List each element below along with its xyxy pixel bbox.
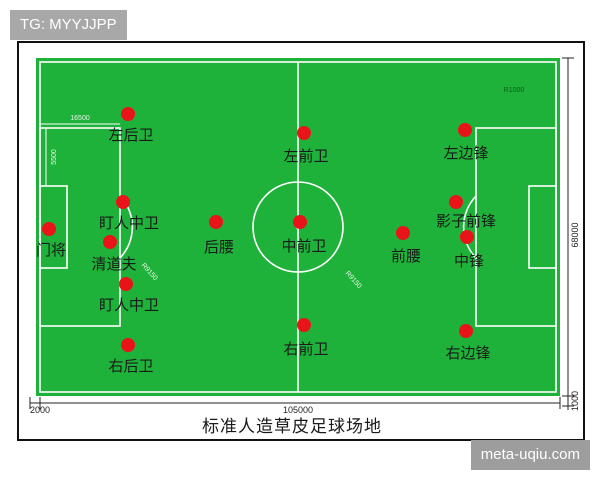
- diagram-caption: 标准人造草皮足球场地: [202, 417, 382, 437]
- player-dot: [293, 215, 307, 229]
- player-label: 左后卫: [108, 126, 153, 144]
- players-layer: 门将左后卫盯人中卫清道夫盯人中卫右后卫后腰左前卫中前卫右前卫前腰左边锋影子前锋中…: [36, 107, 496, 375]
- dim-penalty-depth-text: 16500: [70, 115, 90, 122]
- page-frame: [17, 41, 585, 441]
- player-label: 门将: [36, 241, 66, 259]
- player-label: 盯人中卫: [99, 296, 159, 314]
- player-right-winger: 右边锋: [445, 324, 491, 362]
- player-sweeper: 清道夫: [91, 235, 137, 273]
- player-striker: 中锋: [454, 230, 484, 270]
- player-label: 中前卫: [281, 237, 326, 255]
- player-marking-center-back-2: 盯人中卫: [99, 277, 159, 314]
- player-label: 右前卫: [283, 340, 328, 358]
- player-dot: [449, 195, 463, 209]
- dim-length-text: 105000: [283, 405, 313, 415]
- player-dot: [297, 318, 311, 332]
- player-dot: [459, 324, 473, 338]
- player-defensive-midfielder: 后腰: [204, 215, 234, 256]
- player-dot: [119, 277, 133, 291]
- dim-width-text: 68000: [570, 222, 580, 247]
- left-goal-box: [39, 185, 68, 269]
- player-left-winger: 左边锋: [443, 123, 489, 162]
- dim-corner-text: R1000: [504, 87, 525, 94]
- player-dot: [297, 126, 311, 140]
- right-penalty-arc: [462, 195, 477, 259]
- player-label: 盯人中卫: [99, 214, 159, 232]
- player-label: 前腰: [391, 247, 421, 265]
- player-right-midfielder: 右前卫: [283, 318, 329, 358]
- player-label: 左边锋: [443, 144, 488, 162]
- player-label: 右后卫: [108, 357, 153, 375]
- player-marking-center-back-1: 盯人中卫: [99, 195, 159, 232]
- player-label: 清道夫: [91, 255, 136, 273]
- player-label: 左前卫: [283, 147, 328, 165]
- dimension-lines: [29, 57, 574, 410]
- player-dot: [396, 226, 410, 240]
- dim-left-offset-text: 2000: [30, 405, 50, 415]
- player-dot: [121, 338, 135, 352]
- player-goalkeeper: 门将: [36, 222, 66, 259]
- player-dot: [209, 215, 223, 229]
- player-left-back: 左后卫: [108, 107, 154, 144]
- tag-watermark: TG: MYYJJPP: [10, 10, 127, 40]
- player-shadow-striker: 影子前锋: [436, 195, 496, 230]
- player-label: 后腰: [204, 238, 234, 256]
- player-label: 影子前锋: [436, 212, 496, 230]
- player-dot: [460, 230, 474, 244]
- player-dot: [116, 195, 130, 209]
- player-center-midfielder: 中前卫: [281, 215, 327, 255]
- player-label: 右边锋: [445, 344, 490, 362]
- dim-bottom-offset-text: 1000: [570, 391, 580, 411]
- player-dot: [42, 222, 56, 236]
- right-goal-box: [528, 185, 557, 269]
- player-dot: [103, 235, 117, 249]
- center-circle: [252, 181, 344, 273]
- player-attacking-midfielder: 前腰: [391, 226, 421, 265]
- player-label: 中锋: [454, 252, 484, 270]
- player-right-back: 右后卫: [108, 338, 154, 375]
- dim-small-box-text: 5500: [51, 149, 58, 165]
- player-left-midfielder: 左前卫: [283, 126, 329, 165]
- player-dot: [458, 123, 472, 137]
- site-watermark: meta-uqiu.com: [470, 440, 590, 470]
- player-dot: [121, 107, 135, 121]
